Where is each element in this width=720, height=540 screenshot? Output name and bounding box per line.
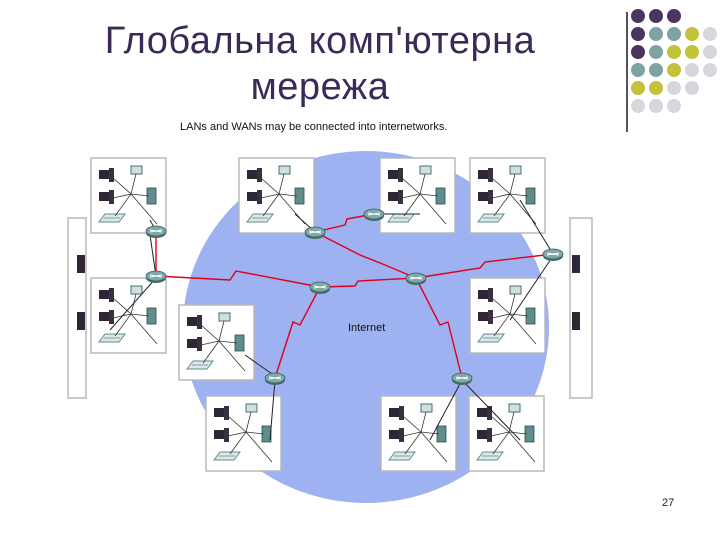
router-icon [542,248,564,262]
side-panel-left [67,217,87,399]
lan-top-1 [90,157,167,234]
lan-mid-right [469,277,546,354]
side-panel-right [569,217,593,399]
lan-bottom-1 [205,395,282,472]
page-number: 27 [662,497,675,509]
router-icon [304,226,326,240]
lan-bottom-3 [468,395,545,472]
lan-top-3 [379,157,456,234]
lan-mid-left [90,277,167,354]
router-icon [405,272,427,286]
decor-vertical-line [626,12,628,132]
lan-bottom-2 [380,395,457,472]
router-icon [451,372,473,386]
decor-dot-grid [631,9,717,113]
wan-links [155,213,554,379]
router-icon [309,281,331,295]
diagram-caption: LANs and WANs may be connected into inte… [180,121,447,133]
lan-top-2 [238,157,315,234]
lan-center-left [178,304,255,381]
router-icon [264,372,286,386]
router-icon [145,270,167,284]
router-icon [145,225,167,239]
internet-label: Internet [348,322,385,334]
router-icon [363,208,385,222]
